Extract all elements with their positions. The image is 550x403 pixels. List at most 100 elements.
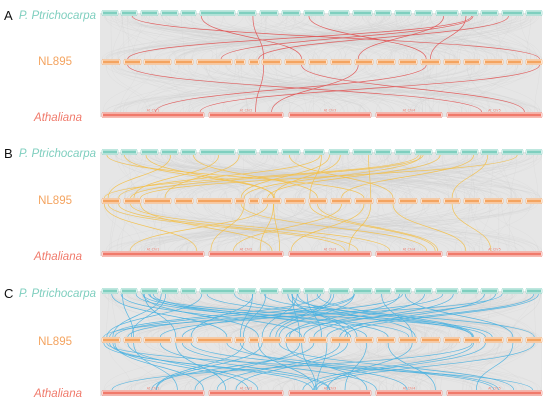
chromosome-bar bbox=[239, 289, 255, 293]
background-link bbox=[102, 154, 391, 199]
background-link bbox=[186, 203, 252, 252]
background-link bbox=[152, 203, 311, 252]
background-link bbox=[237, 64, 248, 113]
background-link bbox=[468, 15, 500, 60]
background-link bbox=[258, 203, 426, 252]
background-link bbox=[304, 154, 369, 199]
background-link bbox=[471, 203, 483, 252]
chromosome-bar bbox=[422, 60, 439, 64]
background-link bbox=[316, 293, 515, 338]
chromosome-label: At_Chr3 bbox=[324, 387, 337, 391]
highlight-link bbox=[190, 342, 495, 391]
background-link bbox=[247, 154, 489, 199]
chromosome-label: At_Chr2 bbox=[240, 109, 253, 113]
chromosome-bar bbox=[145, 338, 170, 342]
highlight-link bbox=[155, 64, 427, 113]
background-link bbox=[137, 64, 180, 113]
highlight-link bbox=[252, 15, 265, 60]
background-link bbox=[389, 15, 424, 60]
background-link bbox=[135, 293, 345, 338]
highlight-link bbox=[239, 293, 253, 338]
background-link bbox=[109, 203, 115, 252]
highlight-link bbox=[106, 342, 533, 391]
chromosome-bar bbox=[176, 338, 192, 342]
background-link bbox=[105, 15, 264, 60]
background-link bbox=[150, 203, 158, 252]
chromosome-bar bbox=[145, 199, 170, 203]
chromosome-bar bbox=[462, 150, 477, 154]
background-link bbox=[414, 64, 457, 113]
highlight-link bbox=[344, 293, 539, 338]
background-link bbox=[179, 64, 519, 113]
highlight-link bbox=[118, 203, 359, 252]
background-link bbox=[131, 342, 283, 391]
highlight-link bbox=[233, 203, 342, 252]
background-link bbox=[184, 15, 436, 60]
background-link bbox=[473, 203, 531, 252]
highlight-link bbox=[127, 64, 482, 113]
chromosome-bar bbox=[261, 289, 277, 293]
chromosome-bar bbox=[377, 113, 441, 117]
highlight-link bbox=[475, 342, 514, 391]
background-link bbox=[511, 293, 541, 338]
panel-a-ptri-chromosomes bbox=[101, 10, 543, 16]
chromosome-bar bbox=[332, 199, 350, 203]
highlight-link bbox=[316, 342, 535, 391]
chromosome-bar bbox=[142, 11, 157, 15]
background-link bbox=[125, 293, 316, 338]
panel-a-highlight-links bbox=[127, 15, 540, 113]
chromosome-label: At_Chr2 bbox=[240, 248, 253, 252]
panel-c-highlight-links bbox=[103, 293, 539, 391]
species-label-ptri: P. Ptrichocarpa bbox=[19, 288, 96, 300]
background-link bbox=[293, 203, 342, 252]
chromosome-label: At_Chr4 bbox=[403, 109, 416, 113]
chromosome-bar bbox=[448, 391, 541, 395]
highlight-link bbox=[285, 293, 496, 338]
chromosome-label: At_Chr3 bbox=[324, 109, 337, 113]
background-link bbox=[461, 64, 472, 113]
highlight-link bbox=[291, 293, 348, 338]
species-label-ath: Athaliana bbox=[33, 112, 82, 124]
background-link bbox=[156, 154, 216, 199]
background-link bbox=[211, 64, 413, 113]
species-label-ath: Athaliana bbox=[33, 388, 82, 400]
background-link bbox=[110, 342, 511, 391]
highlight-link bbox=[140, 154, 518, 199]
highlight-link bbox=[326, 342, 413, 391]
background-link bbox=[217, 154, 240, 199]
highlight-link bbox=[190, 293, 254, 338]
species-label-ptri: P. Ptrichocarpa bbox=[19, 148, 96, 160]
highlight-link bbox=[288, 154, 394, 199]
chromosome-label: At_Chr5 bbox=[488, 248, 501, 252]
highlight-link bbox=[341, 154, 474, 199]
background-link bbox=[189, 64, 527, 113]
background-link bbox=[312, 203, 520, 252]
background-link bbox=[107, 203, 459, 252]
chromosome-bar bbox=[142, 150, 157, 154]
background-link bbox=[262, 15, 266, 60]
background-link bbox=[311, 203, 381, 252]
chromosome-bar bbox=[176, 199, 192, 203]
chromosome-bar bbox=[437, 11, 457, 15]
background-link bbox=[221, 293, 263, 338]
highlight-link bbox=[290, 203, 365, 252]
chromosome-bar bbox=[210, 391, 282, 395]
chromosome-bar bbox=[376, 150, 390, 154]
background-link bbox=[144, 15, 171, 60]
chromosome-bar bbox=[445, 338, 459, 342]
chromosome-bar bbox=[310, 199, 326, 203]
background-link bbox=[461, 15, 518, 60]
background-link bbox=[285, 203, 543, 252]
background-link bbox=[422, 64, 430, 113]
highlight-link bbox=[273, 154, 341, 199]
chromosome-bar bbox=[103, 150, 117, 154]
chromosome-label: At_Chr1 bbox=[147, 109, 160, 113]
background-link bbox=[508, 203, 511, 252]
chromosome-bar bbox=[332, 338, 350, 342]
background-link bbox=[394, 154, 430, 199]
highlight-link bbox=[151, 342, 315, 391]
background-link bbox=[461, 64, 531, 113]
highlight-link bbox=[133, 154, 220, 199]
background-link bbox=[466, 64, 489, 113]
panel-letter: A bbox=[4, 8, 13, 23]
